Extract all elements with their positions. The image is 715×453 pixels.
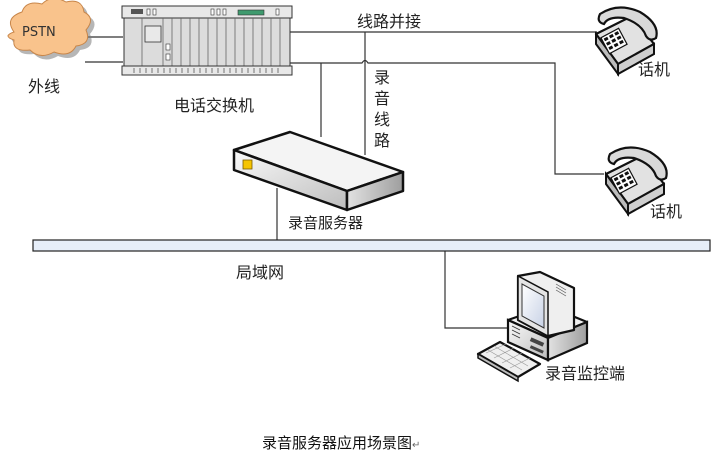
pbx-switch-icon bbox=[121, 5, 293, 76]
recording-server-label: 录音服务器 bbox=[288, 214, 364, 232]
edge-lan-monitor bbox=[444, 251, 508, 329]
edge-pbx-phone2 bbox=[290, 59, 604, 175]
phone-1-label: 话机 bbox=[638, 60, 671, 79]
record-line-char: 录 bbox=[373, 68, 390, 87]
lan-label: 局域网 bbox=[236, 263, 285, 282]
parallel-line-label: 线路并接 bbox=[357, 12, 422, 31]
paragraph-mark: ↵ bbox=[412, 440, 421, 451]
pstn-label: 外线 bbox=[28, 77, 61, 96]
record-line-label: 录 音 线 路 bbox=[373, 67, 391, 151]
pstn-cloud-icon bbox=[7, 0, 95, 60]
pbx-label: 电话交换机 bbox=[174, 96, 255, 115]
pstn-cloud-label: PSTN bbox=[22, 25, 56, 40]
record-line-char: 线 bbox=[373, 110, 390, 129]
record-line-char: 路 bbox=[373, 131, 390, 150]
monitor-label: 录音监控端 bbox=[545, 364, 626, 383]
connection-lines bbox=[85, 31, 604, 329]
diagram-caption: 录音服务器应用场景图↵ bbox=[262, 432, 420, 453]
phone-1-icon bbox=[594, 6, 658, 78]
recording-server-icon bbox=[232, 130, 405, 212]
diagram-title: 录音服务器应用场景图 bbox=[262, 434, 413, 452]
phone-2-label: 话机 bbox=[650, 202, 683, 221]
lan-bus bbox=[32, 239, 711, 252]
monitor-workstation-icon bbox=[476, 270, 589, 383]
record-line-char: 音 bbox=[373, 89, 390, 108]
phone-2-icon bbox=[604, 146, 668, 218]
